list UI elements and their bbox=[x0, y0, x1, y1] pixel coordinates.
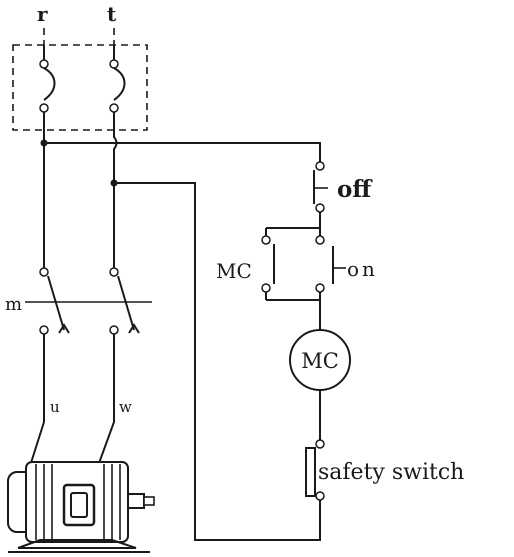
off-pushbutton bbox=[313, 161, 328, 213]
mc-holding-contact bbox=[261, 228, 275, 300]
mc-contact-label: MC bbox=[216, 259, 252, 283]
control-feed-wire bbox=[44, 142, 321, 162]
safety-switch-label: safety switch bbox=[318, 460, 464, 485]
off-label: off bbox=[337, 176, 373, 203]
breaker-pole-t bbox=[109, 45, 126, 130]
control-return-wire bbox=[114, 182, 321, 541]
motor-lead-u bbox=[29, 334, 45, 467]
on-pushbutton bbox=[315, 228, 346, 300]
phase-label-t: t bbox=[107, 2, 117, 26]
contactor-label-m: m bbox=[5, 294, 22, 315]
breaker-pole-r bbox=[39, 45, 56, 130]
breaker-enclosure bbox=[12, 44, 148, 131]
safety-switch bbox=[305, 439, 325, 501]
phase-label-r: r bbox=[37, 2, 48, 26]
phase-t-wire bbox=[113, 130, 118, 268]
mc-coil-label: MC bbox=[301, 349, 339, 373]
lead-label-u: u bbox=[50, 398, 60, 416]
lead-label-w: w bbox=[119, 398, 132, 416]
contactor-pole-r bbox=[39, 267, 70, 335]
contactor-pole-t bbox=[109, 267, 140, 335]
on-label: on bbox=[347, 257, 378, 281]
motor-lead-w bbox=[97, 334, 115, 467]
motor-icon bbox=[7, 461, 155, 553]
